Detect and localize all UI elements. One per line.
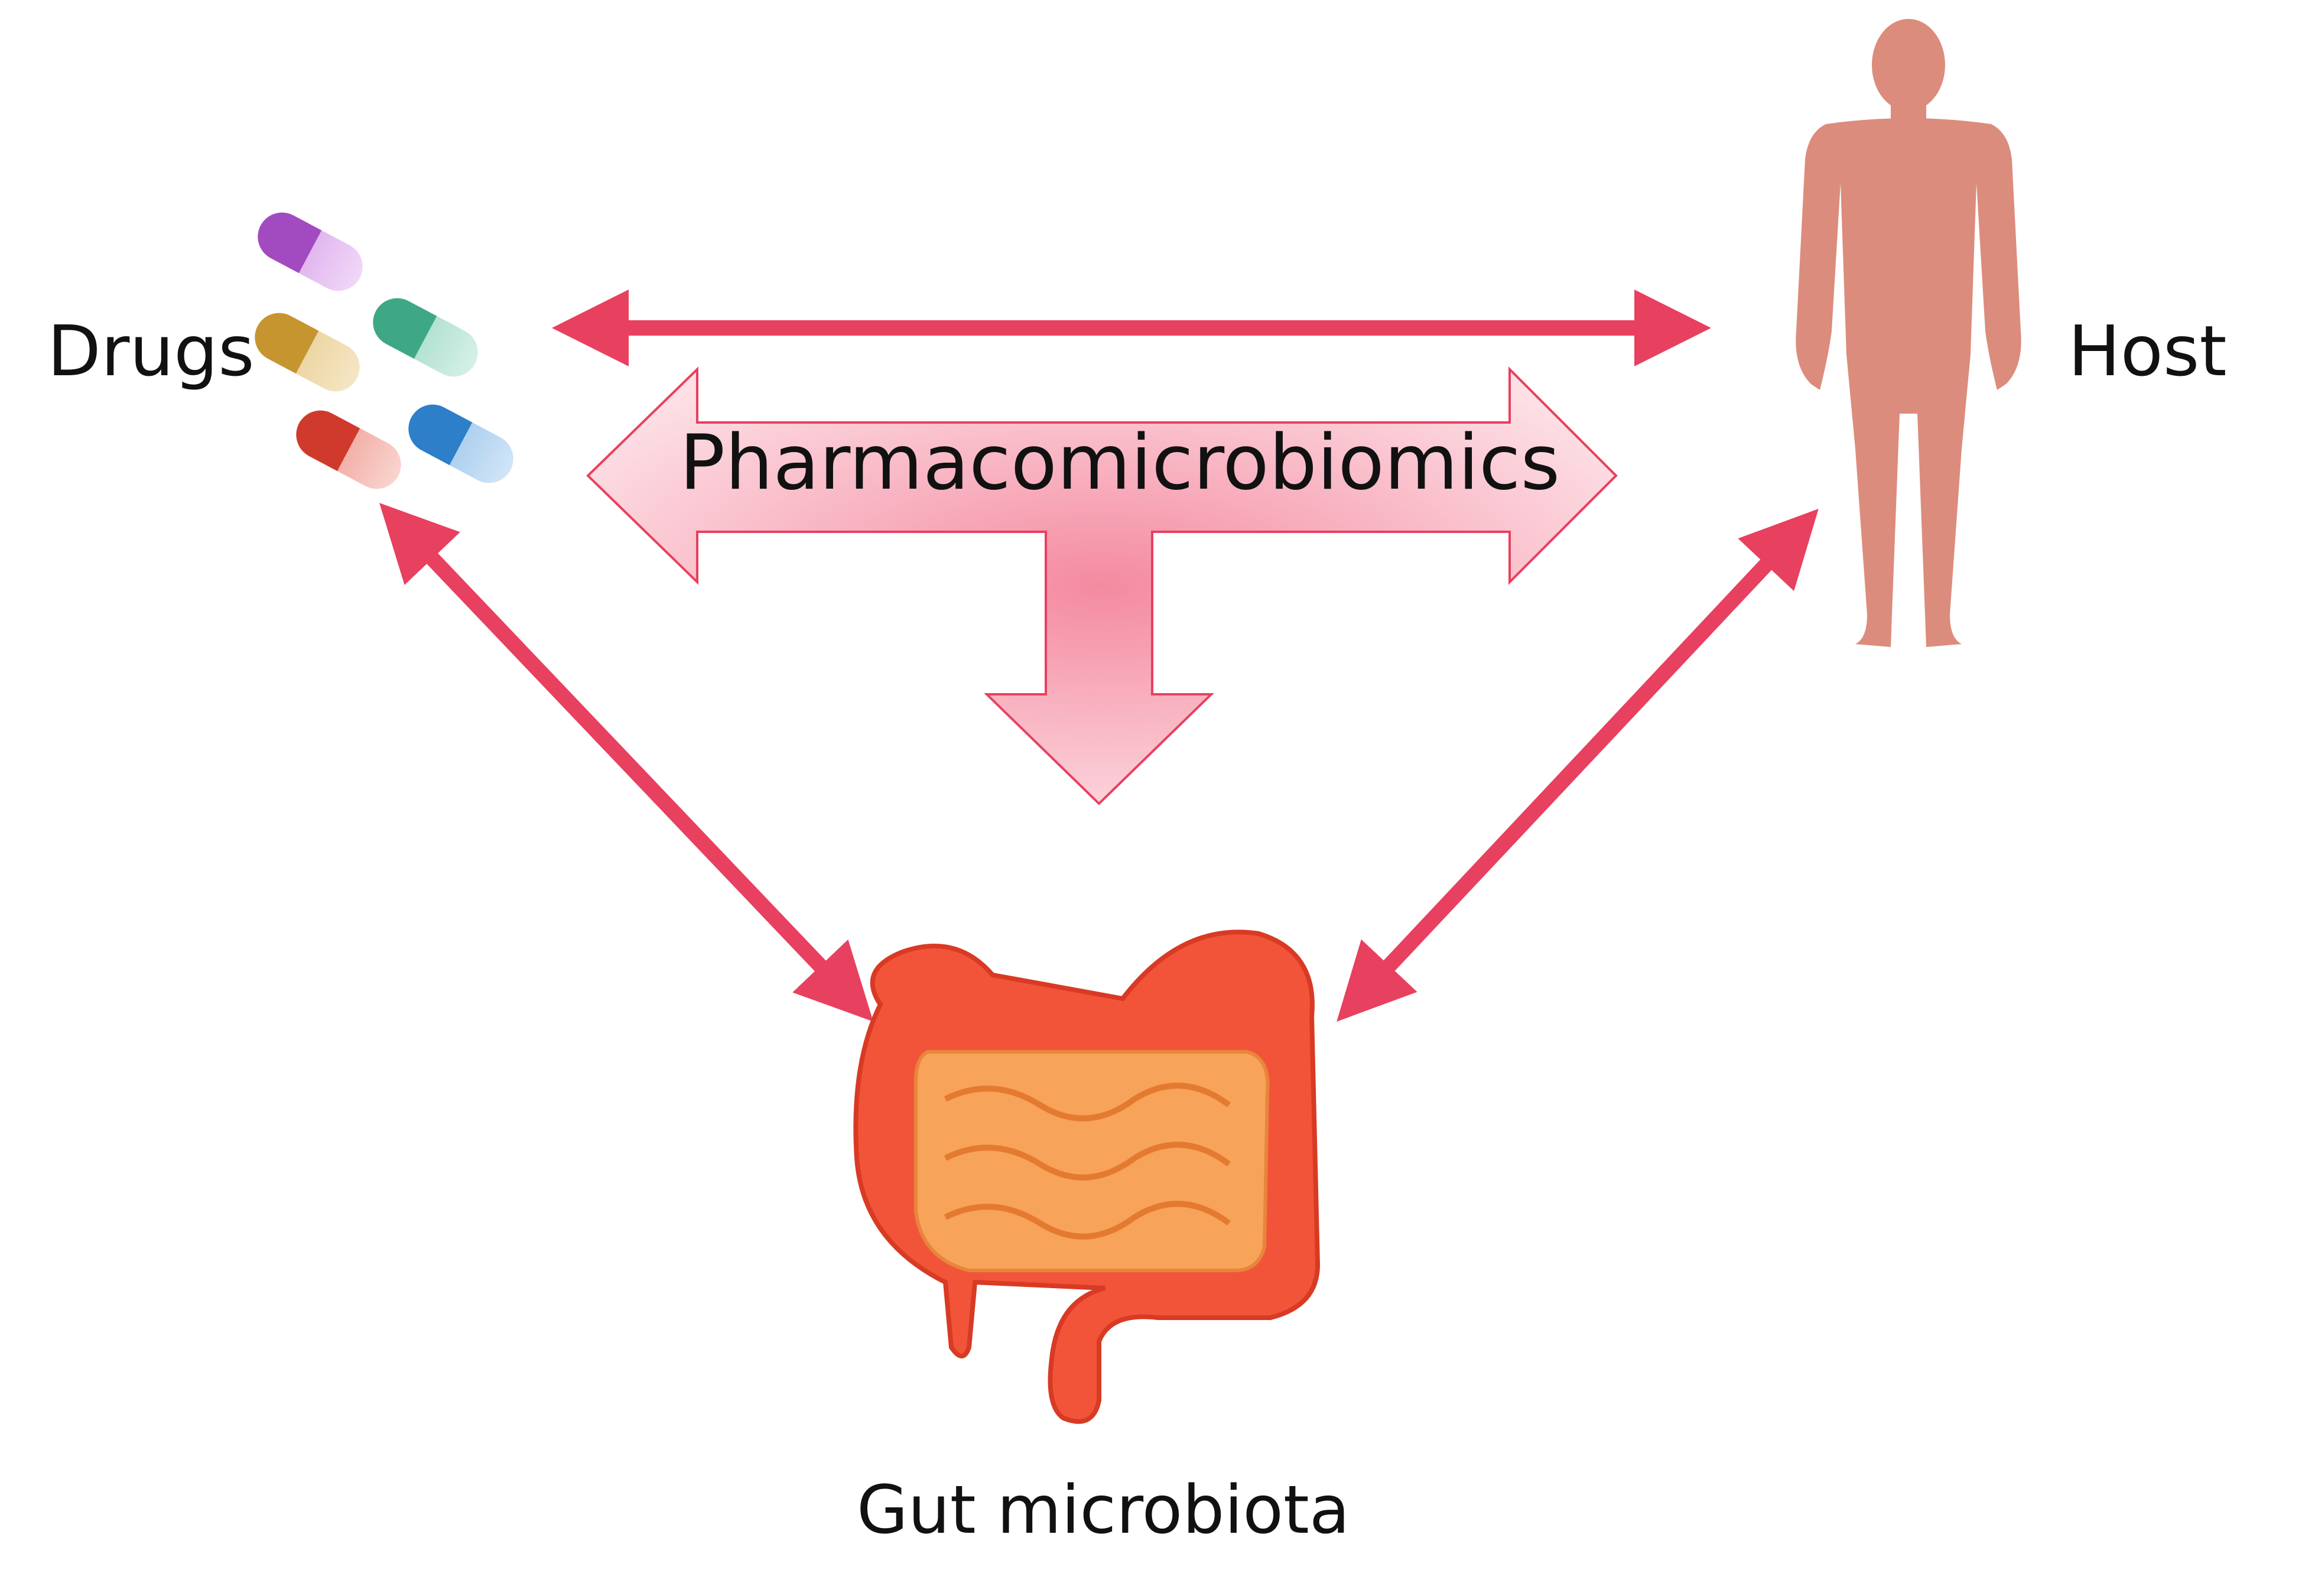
pills-icon — [255, 212, 513, 489]
center-label-pharmacomicrobiomics: Pharmacomicrobiomics — [679, 419, 1560, 507]
node-label-drugs: Drugs — [47, 310, 255, 392]
edge-host-gut — [1337, 509, 1819, 1022]
center-block-arrow — [586, 366, 1618, 805]
edge-drugs-gut — [379, 503, 873, 1022]
node-label-host: Host — [2068, 310, 2227, 392]
human-body-icon — [1796, 19, 2021, 647]
node-label-gut-microbiota: Gut microbiota — [857, 1472, 1350, 1549]
intestine-icon — [853, 929, 1321, 1424]
